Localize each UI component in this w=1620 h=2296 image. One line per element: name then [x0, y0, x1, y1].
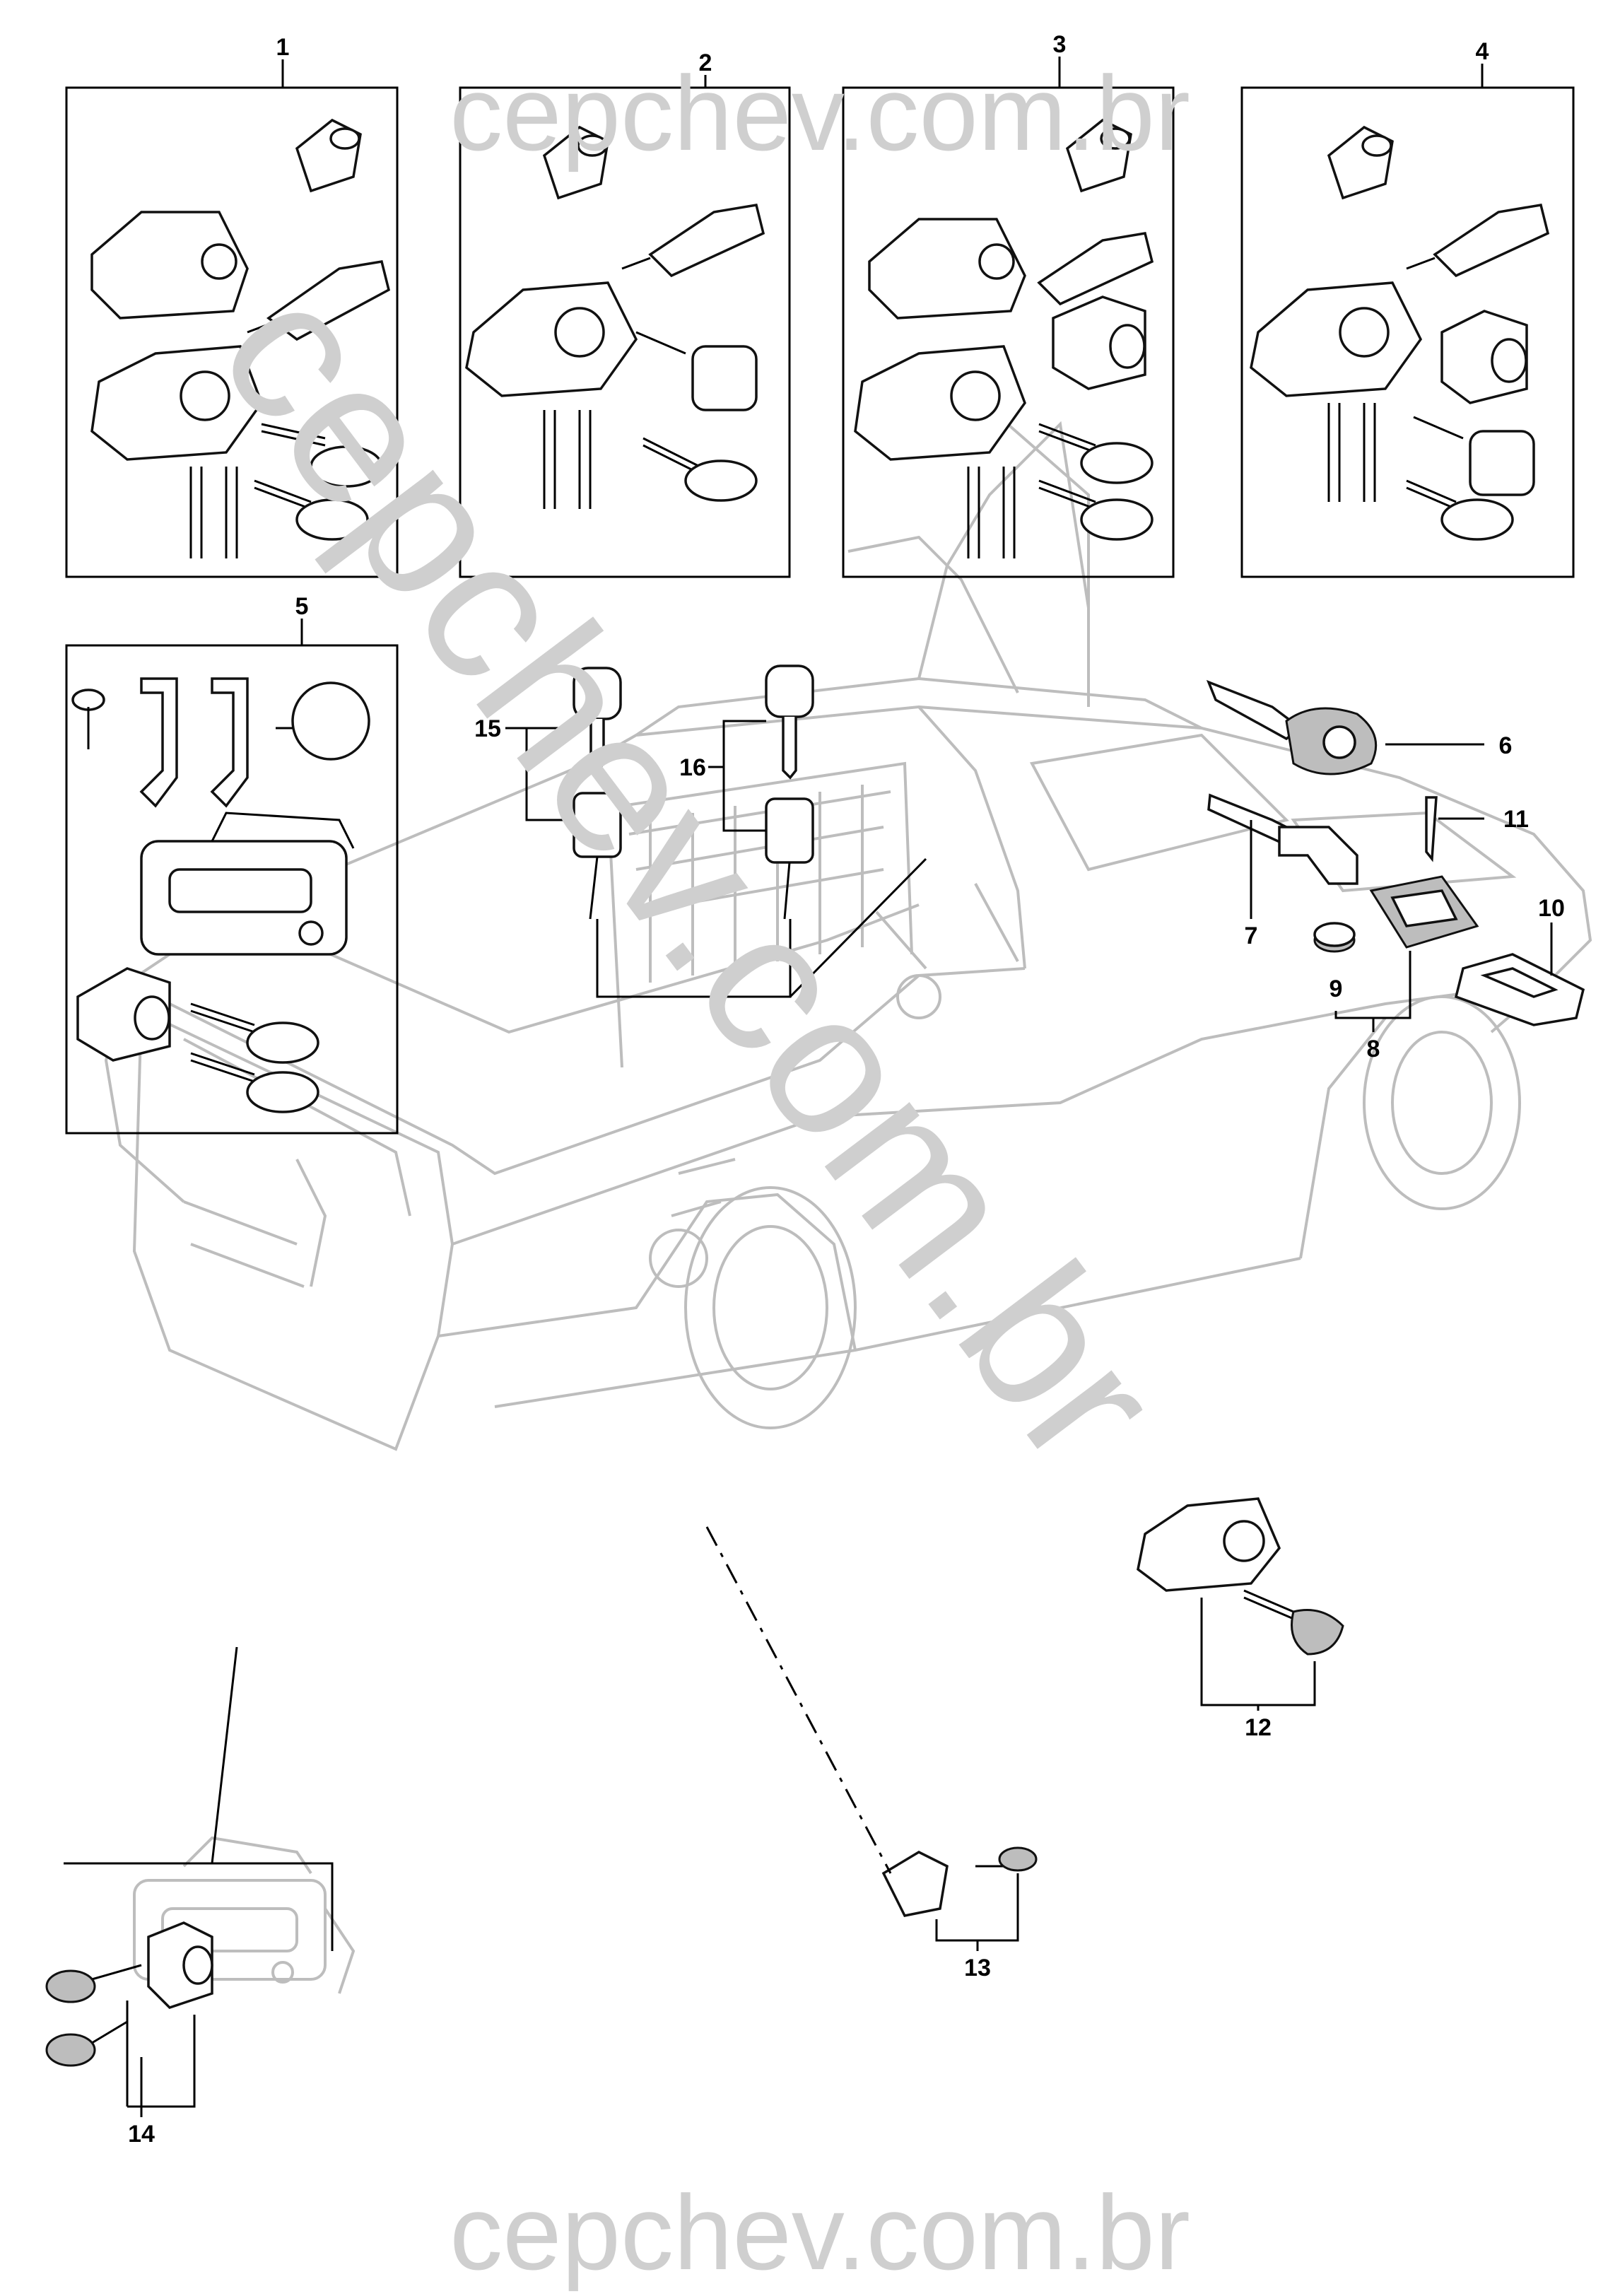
- kit-box-1: [65, 59, 399, 578]
- box-3-parts: [854, 118, 1154, 558]
- part-7: [1207, 793, 1358, 919]
- callout-7: 7: [1245, 922, 1258, 949]
- kit-box-5: [65, 619, 399, 1135]
- key-icon: [642, 437, 758, 502]
- lock-cylinder-icon: [573, 792, 622, 920]
- callout-15: 15: [474, 715, 501, 742]
- door-lock-housing-icon: [90, 345, 263, 461]
- key-icon: [254, 479, 369, 541]
- lock-cylinder-icon: [1327, 125, 1394, 200]
- key-icon: [190, 1052, 319, 1113]
- leader-15-16: [596, 857, 927, 998]
- callout-11: 11: [1503, 806, 1529, 833]
- callout-13: 13: [964, 1955, 991, 1981]
- key-icon: [45, 2020, 128, 2067]
- screw-icon: [71, 689, 105, 749]
- lock-cylinder-icon: [295, 118, 362, 193]
- lock-cylinder-icon: [542, 125, 609, 200]
- battery-icon: [1313, 922, 1356, 953]
- ignition-lock-icon: [247, 260, 391, 341]
- callout-14: 14: [128, 2121, 155, 2148]
- ignition-lock-icon: [1037, 232, 1154, 306]
- ignition-lock-icon: [1406, 204, 1550, 278]
- key-icon: [261, 423, 383, 488]
- key-icon: [1206, 679, 1378, 775]
- part-9: [1313, 922, 1356, 953]
- part-16-group: [708, 664, 814, 920]
- kit-box-4: [1240, 64, 1575, 578]
- lock-cylinder-icon: [1065, 118, 1132, 193]
- door-lock-housing-icon: [1250, 281, 1423, 397]
- part-14-group: [45, 1646, 334, 2117]
- callout-12: 12: [1245, 1714, 1272, 1741]
- callout-16: 16: [679, 754, 706, 781]
- part-6: [1206, 679, 1484, 775]
- bracket-icon: [210, 677, 249, 808]
- remote-key-icon: [1413, 416, 1535, 496]
- key-icon: [1406, 479, 1514, 541]
- tailgate-lock-icon: [1440, 310, 1528, 404]
- part-12-group: [1137, 1497, 1344, 1711]
- key-blank-icon: [967, 467, 1016, 558]
- tailgate-handle-icon: [140, 812, 355, 956]
- callout-3: 3: [1053, 31, 1067, 58]
- callout-labels: 1 2 3 4 5 6 7 8 9 10 11 12 13 14 15 16: [128, 31, 1565, 2148]
- watermark-bottom: cepchev.com.br: [450, 2173, 1190, 2292]
- door-lock-housing-icon: [1137, 1497, 1281, 1592]
- door-handle-bezel-icon: [90, 211, 249, 320]
- key-cover-icon: [1454, 953, 1585, 1026]
- door-lock-housing-icon: [465, 281, 638, 397]
- box-2-parts: [465, 125, 765, 509]
- key-icon: [1038, 423, 1154, 484]
- door-lock-housing-icon: [854, 345, 1026, 461]
- callout-4: 4: [1476, 38, 1489, 65]
- ignition-lock-icon: [621, 204, 765, 278]
- key-icon: [1243, 1589, 1344, 1656]
- key-icon: [1038, 479, 1154, 541]
- key-icon: [190, 1002, 319, 1064]
- key-blank-icon: [189, 467, 238, 558]
- box-4-parts: [1250, 125, 1550, 541]
- remote-key-icon: [1369, 875, 1479, 949]
- part-10: [1454, 922, 1585, 1026]
- callout-6: 6: [1499, 732, 1513, 759]
- watermark-top: cepchev.com.br: [450, 54, 1190, 172]
- part-13-group: [705, 1526, 1038, 1951]
- box-5-parts: [71, 677, 370, 1113]
- key-icon: [573, 667, 622, 773]
- tailgate-lock-icon: [76, 967, 171, 1062]
- callout-10: 10: [1538, 895, 1565, 922]
- kit-box-2: [459, 75, 791, 578]
- part-15-group: [505, 667, 622, 920]
- bracket-icon: [139, 677, 178, 808]
- tailgate-lock-icon: [147, 1921, 213, 2010]
- door-handle-bezel-icon: [868, 218, 1026, 320]
- cap-icon: [276, 681, 370, 761]
- callout-5: 5: [295, 593, 309, 620]
- key-blank-icon: [1327, 403, 1376, 502]
- callout-2: 2: [699, 49, 712, 76]
- key-blank-icon: [543, 410, 592, 509]
- key-blade-icon: [1207, 793, 1358, 885]
- remote-key-icon: [635, 331, 758, 411]
- ghost-tailgate-handle: [133, 1836, 356, 1994]
- kit-box-3: [842, 57, 1175, 578]
- callout-9: 9: [1330, 976, 1343, 1002]
- tailgate-lock-icon: [1052, 295, 1146, 390]
- callout-8: 8: [1367, 1036, 1380, 1062]
- key-icon: [45, 1964, 142, 2003]
- key-icon: [975, 1846, 1038, 1872]
- box-1-parts: [90, 118, 391, 558]
- part-8: [1334, 875, 1479, 1032]
- key-blank-icon: [1425, 796, 1438, 862]
- part-11: [1425, 796, 1484, 862]
- key-icon: [765, 664, 814, 780]
- lock-cylinder-icon: [881, 1851, 949, 1917]
- callout-1: 1: [276, 34, 290, 61]
